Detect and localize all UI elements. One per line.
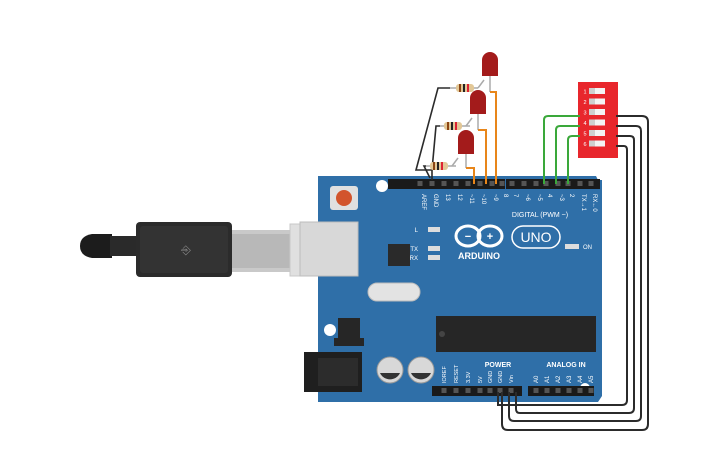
crystal-oscillator [367,282,421,302]
analog-pin-label: A5 [589,375,595,383]
atmega-chip [436,316,596,352]
digital-pin-label: GND [432,194,438,208]
dip-toggle[interactable] [589,98,605,105]
signal-wires-orange [466,91,497,184]
led-group-1[interactable] [450,52,498,92]
usb-symbol-icon: ⎆ [181,243,191,257]
ground-wires [414,87,450,180]
analog-pin-label: A1 [545,375,551,383]
digital-label: DIGITAL (PWM ~) [512,212,568,219]
svg-text:+: + [487,231,493,243]
analog-header [528,386,594,396]
ground-wires-dip [497,115,649,431]
power-header [432,386,522,396]
digital-pin-label: ~5 [536,194,542,202]
digital-pin-label: 2 [568,194,574,198]
digital-pin-label: ~11 [468,194,474,204]
analog-pin-label: A4 [578,375,584,383]
dip-toggle[interactable] [589,109,605,115]
brand-label: ARDUINO [458,251,500,261]
signal-wires-green [543,115,580,184]
digital-header-right [506,179,600,189]
reset-button[interactable] [330,186,358,210]
dip-toggle[interactable] [589,88,605,94]
dip-number: 1 [583,90,586,96]
digital-pin-label: ~3 [558,194,564,202]
digital-pin-label: TX→1 [580,194,586,212]
status-led [428,246,440,251]
power-pin-label: GND [488,371,494,383]
digital-pin-label: 12 [456,194,462,201]
dip-switch[interactable]: 1 2 3 4 5 6 [578,82,618,158]
svg-text:−: − [465,231,471,243]
power-pin-label: RESET [454,364,460,383]
led-2 [470,90,486,114]
status-led [428,227,440,232]
power-pin-label: IOREF [442,366,448,383]
model-label: UNO [520,229,551,245]
led-group-3[interactable] [426,130,474,170]
status-led-label: RX [410,256,418,262]
digital-pin-label: ~9 [492,194,498,202]
power-pin-label: GND [498,371,504,383]
bottom-pin-labels: IOREF RESET 3.3V 5V GND GND Vin A0 A1 A2 A3 A4 A5 [441,364,595,393]
dip-number: 3 [583,111,586,117]
status-led [428,255,440,260]
digital-pin-label: AREF [420,194,426,210]
dip-toggle[interactable] [589,140,605,147]
power-label: POWER [485,362,511,369]
status-led-label: TX [410,247,418,253]
digital-pin-label: ~10 [480,194,486,205]
analog-pin-label: A3 [567,375,573,383]
dip-number: 2 [583,100,586,106]
arduino-board: − + ARDUINO UNO ON L TX RX AREF GND 13 12 ~11 ~… [299,176,602,402]
analog-label: ANALOG IN [546,362,585,369]
led-group-2[interactable] [440,90,486,130]
led-3 [458,130,474,154]
digital-pin-label: ~6 [524,194,530,202]
dip-number: 5 [583,132,586,138]
power-pin-label: Vin [509,375,515,383]
power-pin-label: 5V [478,376,484,383]
on-label: ON [583,245,592,251]
arduino-logo: − + [454,224,504,248]
dip-number: 6 [583,142,586,148]
analog-pin-label: A0 [534,375,540,383]
digital-pin-label: 4 [546,194,552,198]
digital-pin-label: RX←0 [591,194,597,212]
analog-pin-label: A2 [556,375,562,383]
led-1 [482,52,498,76]
dip-number: 4 [583,121,586,127]
usb-chip [388,244,410,266]
dip-toggle[interactable] [589,119,605,126]
digital-pin-label: 8 [502,194,508,198]
power-pin-label: 3.3V [466,371,472,383]
status-leds: L TX RX [410,227,440,262]
digital-pin-label: 7 [512,194,518,198]
digital-pin-label: 13 [444,194,450,201]
status-led-label: L [415,228,419,234]
dip-toggle[interactable] [589,130,605,136]
